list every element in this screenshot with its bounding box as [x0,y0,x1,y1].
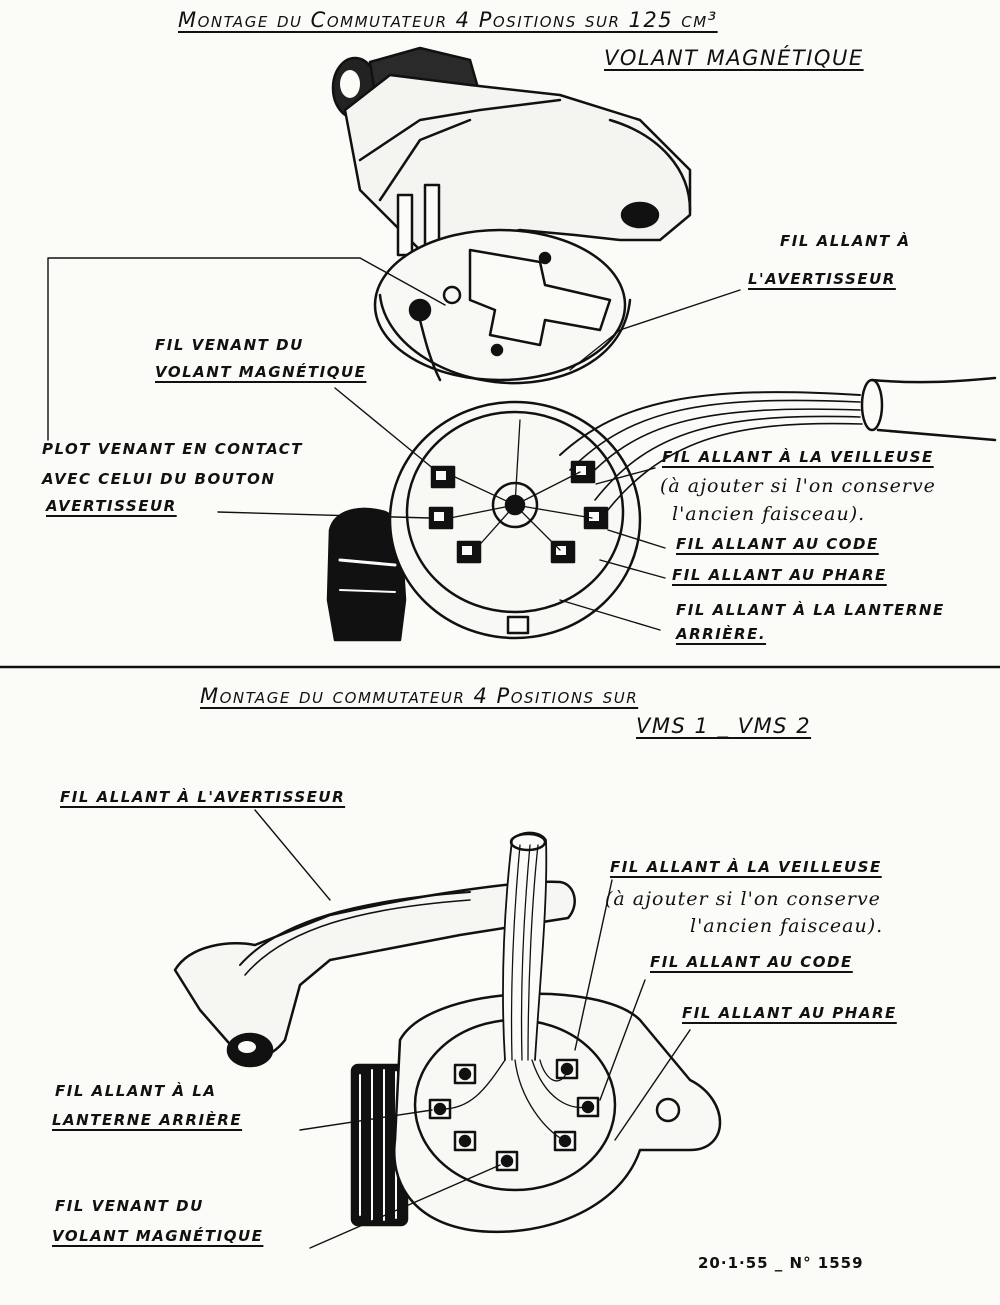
top-label-volant-1: FIL VENANT DU [155,336,304,354]
bottom-label-phare: FIL ALLANT AU PHARE [682,1004,897,1022]
bottom-label-volant-1: FIL VENANT DU [55,1197,204,1215]
top-label-veilleuse-2: (à ajouter si l'on conserve [660,475,936,497]
top-label-plot-2: AVEC CELUI DU BOUTON [42,470,276,488]
top-label-plot-3: AVERTISSEUR [46,497,177,515]
bottom-label-avertisseur: FIL ALLANT À L'AVERTISSEUR [60,788,346,806]
bottom-label-veilleuse-2: (à ajouter si l'on conserve [605,888,881,910]
bottom-label-lanterne-1: FIL ALLANT À LA [55,1082,217,1100]
top-label-lanterne-1: FIL ALLANT À LA LANTERNE [676,601,945,619]
top-label-avertisseur-1: FIL ALLANT À [780,232,911,250]
top-switch-cover-drawing [331,46,692,385]
top-switch-base-drawing [326,376,997,642]
top-label-lanterne-2: ARRIÈRE. [676,625,767,643]
top-label-code: FIL ALLANT AU CODE [676,535,879,553]
bottom-lever-drawing [173,880,576,1068]
bottom-label-volant-2: VOLANT MAGNÉTIQUE [52,1227,264,1245]
bottom-label-code: FIL ALLANT AU CODE [650,953,853,971]
footer-reference: 20·1·55 _ N° 1559 [698,1254,864,1272]
bottom-label-veilleuse-1: FIL ALLANT À LA VEILLEUSE [610,858,882,876]
top-label-phare: FIL ALLANT AU PHARE [672,566,887,584]
top-label-veilleuse-1: FIL ALLANT À LA VEILLEUSE [662,448,934,466]
bottom-switch-drawing [350,831,722,1234]
top-title-line-2: VOLANT MAGNÉTIQUE [604,46,864,70]
bottom-label-lanterne-2: LANTERNE ARRIÈRE [52,1111,243,1129]
bottom-label-veilleuse-3: l'ancien faisceau). [690,915,884,937]
top-label-veilleuse-3: l'ancien faisceau). [672,503,866,525]
top-label-volant-2: VOLANT MAGNÉTIQUE [155,363,367,381]
top-label-plot-1: PLOT VENANT EN CONTACT [42,440,304,458]
top-leader-lines [47,257,741,631]
top-label-avertisseur-2: L'AVERTISSEUR [748,270,896,288]
bottom-title-line-2: VMS 1 _ VMS 2 [636,714,812,738]
bottom-title-line-1: Montage du commutateur 4 Positions sur [200,684,639,708]
bottom-leader-lines [254,809,691,1249]
top-title-line-1: Montage du Commutateur 4 Positions sur 1… [178,8,718,32]
